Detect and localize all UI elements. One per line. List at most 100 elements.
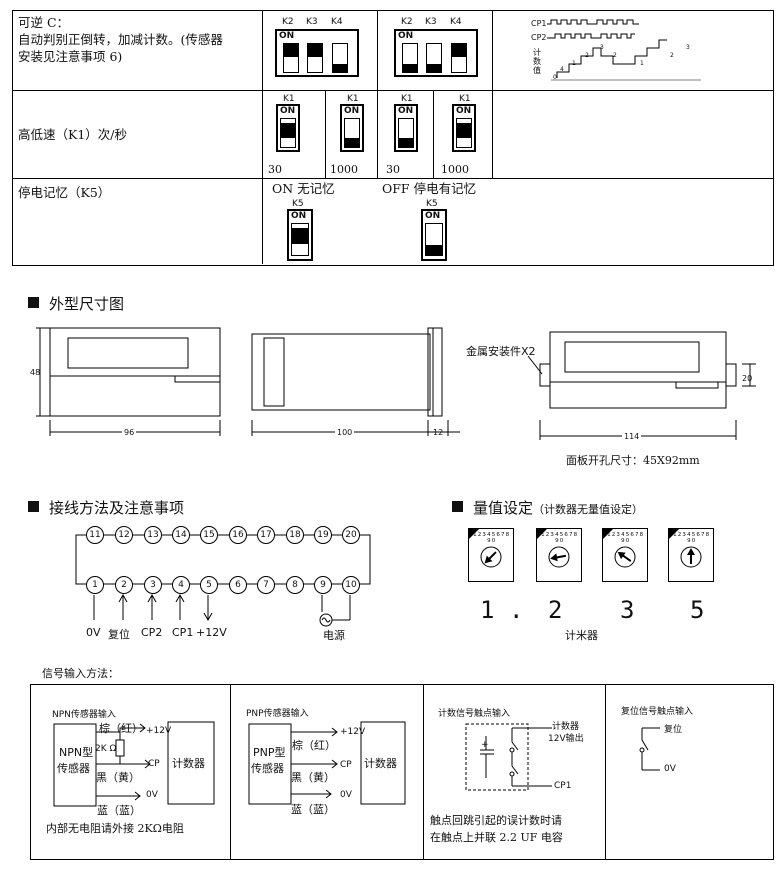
- k5-on-text: ON 无记忆: [272, 181, 335, 196]
- square-bullet-icon: [28, 297, 39, 308]
- dim-48: 48: [30, 368, 41, 377]
- dip-k3: [307, 43, 323, 73]
- table-vline-3: [492, 10, 493, 178]
- level-4: 4: [560, 66, 564, 73]
- npn-sensor-b: 传感器: [57, 762, 90, 775]
- dial-icon: [603, 529, 636, 568]
- preset-decimal-point: .: [509, 596, 524, 624]
- npn-counter: 计数器: [172, 757, 205, 770]
- cp1-label: CP1: [531, 19, 547, 28]
- bottom-5: 5: [200, 576, 218, 594]
- label-12v: +12V: [196, 626, 227, 639]
- label-reset: 复位: [108, 628, 130, 641]
- wiring-heading: 接线方法及注意事项: [28, 497, 184, 518]
- k4-label: K4: [331, 17, 343, 27]
- dim-100: 100: [335, 428, 355, 437]
- dip-k1-c: ON: [394, 104, 418, 152]
- contact-note-b: 在触点上并联 2.2 UF 电容: [430, 831, 563, 844]
- k5-label-2: K5: [426, 199, 438, 209]
- k4-label-2: K4: [450, 17, 462, 27]
- preset-digit-3: 3: [620, 596, 635, 624]
- npn-sensor-a: NPN型: [59, 746, 94, 759]
- rotary-dial-3: 1 2 3 4 5 6 7 8 9 0: [602, 528, 648, 582]
- level-3: 3: [600, 44, 604, 51]
- signal-vline-2: [423, 684, 424, 859]
- k1-label-2: K1: [347, 94, 359, 104]
- square-bullet-icon: [28, 501, 39, 512]
- table-vline-5: [433, 90, 434, 178]
- count-label-2: 数: [533, 57, 541, 66]
- contact-title: 计数信号触点输入: [438, 709, 511, 719]
- dip-k4: [451, 43, 467, 73]
- signal-vline-1: [230, 684, 231, 859]
- mount-label: 金属安装件X2: [466, 345, 536, 358]
- bottom-6: 6: [229, 576, 247, 594]
- pnp-blue: 蓝（蓝）: [291, 803, 335, 816]
- dip-k5-b: ON: [421, 209, 447, 261]
- reset-label: 复位: [664, 725, 683, 735]
- label-0v: 0V: [86, 626, 101, 639]
- dip-k1-b: ON: [340, 104, 364, 152]
- level-1b: 1: [640, 60, 644, 67]
- level-3c: 3: [686, 44, 690, 51]
- dim-96: 96: [122, 428, 137, 437]
- dip-k1-d: ON: [452, 104, 476, 152]
- top-19: 19: [314, 526, 332, 544]
- contact-out: 12V输出: [548, 734, 584, 744]
- level-2: 2: [585, 52, 589, 59]
- speed-1000-a: 1000: [330, 163, 358, 176]
- k2-label: K2: [282, 17, 294, 27]
- top-17: 17: [257, 526, 275, 544]
- k3-label-2: K3: [425, 17, 437, 27]
- npn-cp: CP: [148, 759, 160, 769]
- dip-k1-a: ON: [276, 104, 300, 152]
- preset-digit-2: 2: [548, 596, 563, 624]
- npn-res: 2K Ω: [95, 744, 117, 754]
- preset-digit-1: 1: [480, 596, 495, 624]
- outline-heading: 外型尺寸图: [28, 293, 124, 314]
- speed-30-a: 30: [268, 163, 282, 176]
- k5-label-1: K5: [292, 199, 304, 209]
- pnp-counter: 计数器: [364, 757, 397, 770]
- level-2b: 2: [613, 52, 617, 59]
- mode-table: [12, 10, 774, 266]
- bottom-9: 9: [314, 576, 332, 594]
- preset-unit: 计米器: [565, 629, 598, 642]
- top-18: 18: [286, 526, 304, 544]
- pnp-black: 黑（黄）: [291, 771, 335, 784]
- dial-icon: [669, 529, 702, 568]
- npn-black: 黑（黄）: [96, 771, 140, 784]
- k1-label-3: K1: [401, 94, 413, 104]
- label-power: 电源: [323, 629, 345, 642]
- signal-heading: 信号输入方法：: [42, 667, 119, 680]
- npn-note: 内部无电阻请外接 2KΩ电阻: [46, 822, 184, 835]
- bottom-8: 8: [286, 576, 304, 594]
- contact-counter: 计数器: [552, 722, 580, 732]
- dim-12: 12: [433, 428, 444, 437]
- k1-label-4: K1: [459, 94, 471, 104]
- dip-k2: [283, 43, 299, 73]
- npn-title: NPN传感器输入: [52, 710, 116, 720]
- k1-label-1: K1: [283, 94, 295, 104]
- label-cp1: CP1: [172, 626, 194, 639]
- dial-icon: [537, 529, 570, 568]
- bottom-2: 2: [115, 576, 133, 594]
- count-label-3: 值: [533, 66, 541, 75]
- top-11: 11: [86, 526, 104, 544]
- preset-heading: 量值设定（计数器无量值设定）: [452, 497, 643, 518]
- row1-text: 可逆 C： 自动判别正倒转，加减计数。(传感器 安装见注意事项 6): [18, 15, 223, 64]
- pnp-sensor-a: PNP型: [253, 746, 286, 759]
- row2-label: 高低速（K1）次/秒: [18, 127, 128, 142]
- npn-circuit: [53, 721, 215, 807]
- pnp-circuit: [248, 721, 406, 805]
- k5-off-text: OFF 停电有记忆: [382, 181, 477, 196]
- dip-k3: [426, 43, 442, 73]
- dip-k5-a: ON: [287, 209, 313, 261]
- level-2c: 2: [670, 52, 674, 59]
- bottom-1: 1: [86, 576, 104, 594]
- rotary-dial-1: 1 2 3 4 5 6 7 8 9 0: [468, 528, 514, 582]
- pnp-brown: 棕（红）: [292, 739, 336, 752]
- pnp-12v: +12V: [340, 727, 366, 737]
- top-14: 14: [172, 526, 190, 544]
- contact-cp1: CP1: [554, 781, 572, 791]
